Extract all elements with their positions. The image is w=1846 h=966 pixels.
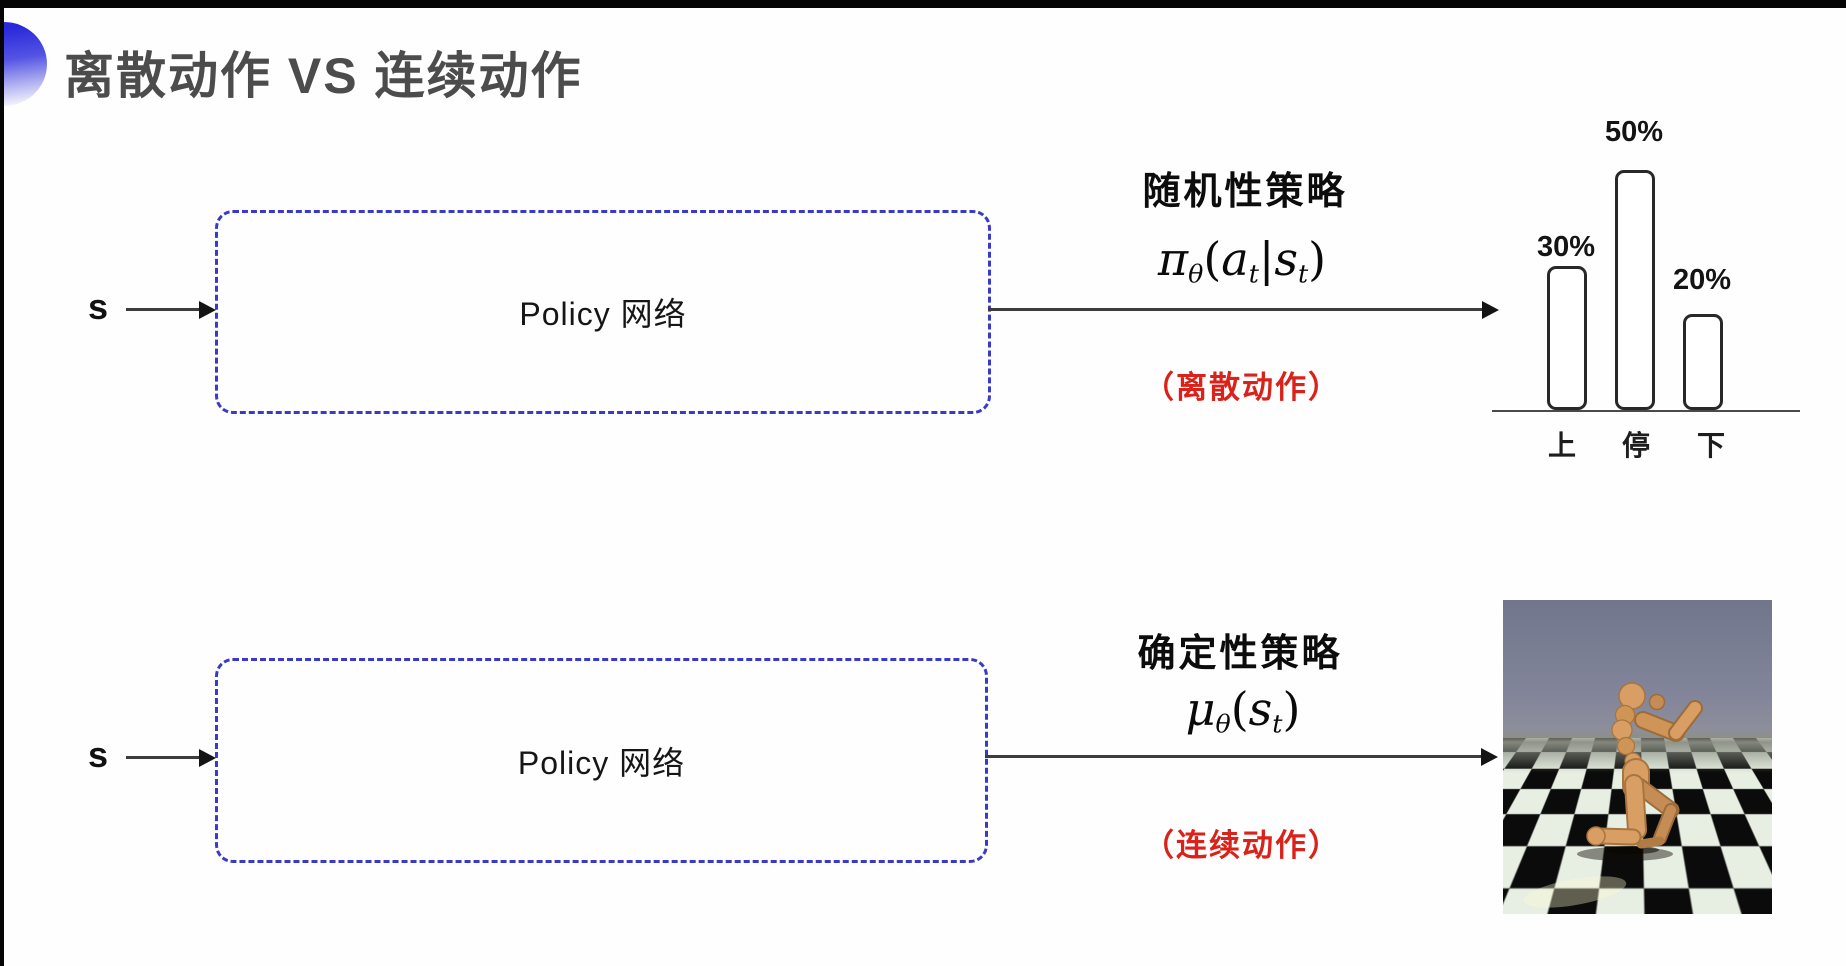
arrowhead-icon [1482,301,1499,319]
slide-top-border [0,0,1846,8]
chart-bar [1547,266,1587,410]
arrowhead-icon [199,301,216,319]
continuous-action-note: （连续动作） [1143,820,1341,865]
slide-left-border [0,0,4,966]
discrete-action-note: （离散动作） [1143,362,1341,407]
deterministic-policy-formula: μθ(st) [1186,682,1301,739]
deterministic-policy-title: 确定性策略 [1137,622,1342,677]
chart-category-label: 下 [1697,424,1725,464]
arrow-state-to-policy-top [126,308,200,311]
mujoco-humanoid-image [1503,600,1772,914]
bar-value-label: 20% [1673,264,1731,297]
chart-bar [1615,170,1655,410]
stochastic-policy-title: 随机性策略 [1142,160,1347,215]
bar-value-label: 30% [1537,231,1595,264]
policy-network-label: Policy 网络 [518,738,685,784]
state-input-label-top: s [88,286,108,328]
arrowhead-icon [199,749,216,767]
state-input-label-bottom: s [88,734,108,776]
bar-value-label: 50% [1605,116,1663,149]
arrow-state-to-policy-bottom [126,756,200,759]
arrowhead-icon [1481,748,1498,766]
arrow-policy-to-distribution [988,308,1482,311]
policy-network-label: Policy 网络 [519,289,686,335]
page-title: 离散动作 VS 连续动作 [64,36,582,108]
chart-category-label: 上 [1548,424,1576,464]
stochastic-policy-formula: πθ(at|st) [1158,232,1326,289]
humanoid-figure [1503,600,1772,914]
arrow-policy-to-simulation [985,755,1481,758]
title-bullet-icon [4,22,47,106]
chart-baseline [1492,410,1800,412]
chart-bar [1683,314,1723,410]
policy-network-box-top: Policy 网络 [215,210,991,414]
policy-network-box-bottom: Policy 网络 [215,658,988,863]
chart-category-label: 停 [1622,424,1650,464]
